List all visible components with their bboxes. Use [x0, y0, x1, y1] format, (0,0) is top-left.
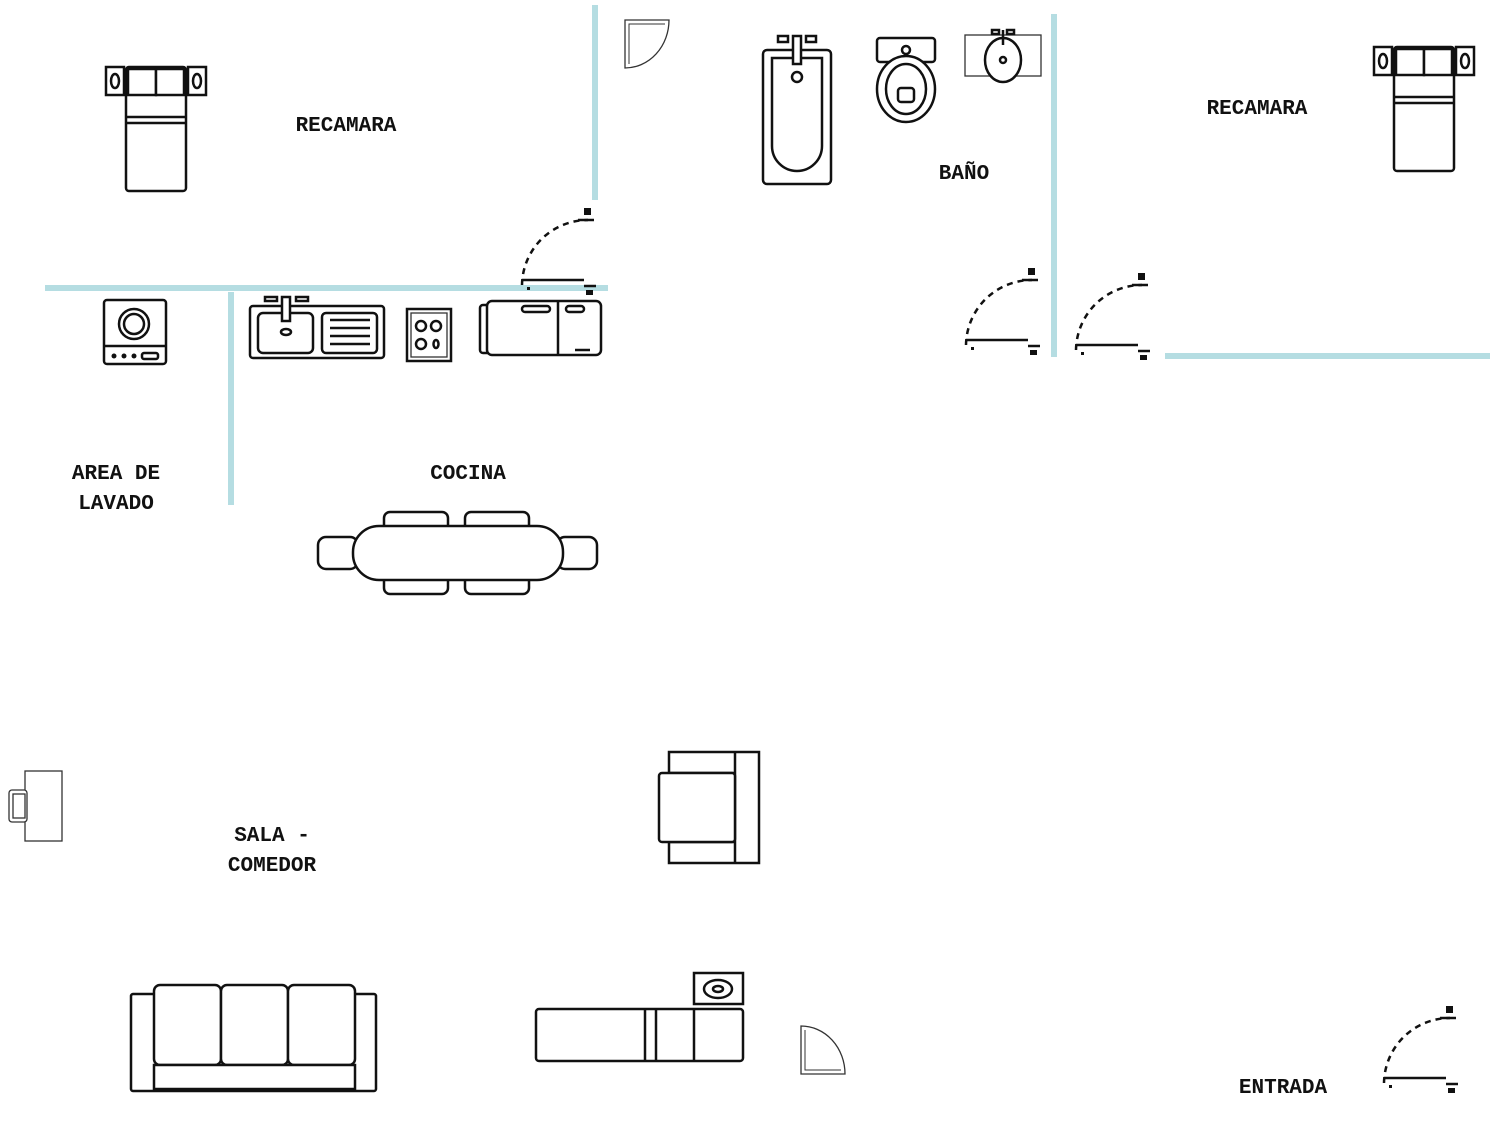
loveseat-with-lamp [534, 971, 745, 1063]
refrigerator [478, 299, 603, 357]
bed-left [104, 65, 208, 193]
dining-table [316, 510, 599, 596]
armchair [657, 750, 761, 865]
door-entrada [1382, 1004, 1460, 1095]
bathtub [761, 34, 833, 186]
toilet [875, 36, 937, 124]
label-area-lavado-1: AREA DE [72, 463, 160, 486]
door-recamara-right [1074, 271, 1152, 362]
washing-machine [102, 298, 168, 366]
bed-right [1372, 45, 1476, 173]
label-area-lavado-2: LAVADO [78, 493, 154, 516]
door-bano [964, 266, 1042, 357]
label-entrada: ENTRADA [1239, 1077, 1328, 1100]
closet-door-top [624, 19, 670, 69]
sofa [129, 983, 378, 1093]
label-recamara-right: RECAMARA [1207, 98, 1308, 121]
label-bano: BAÑO [939, 162, 989, 186]
side-chair [8, 770, 63, 842]
kitchen-sink [248, 295, 386, 360]
bathroom-sink [964, 28, 1042, 84]
label-sala-2: COMEDOR [228, 855, 317, 878]
label-cocina: COCINA [430, 463, 506, 486]
label-sala-1: SALA - [234, 825, 310, 848]
walls [45, 5, 1490, 505]
label-recamara-left: RECAMARA [296, 115, 397, 138]
closet-door-bottom [800, 1025, 846, 1075]
stove [405, 307, 453, 363]
door-recamara-left [520, 206, 598, 297]
